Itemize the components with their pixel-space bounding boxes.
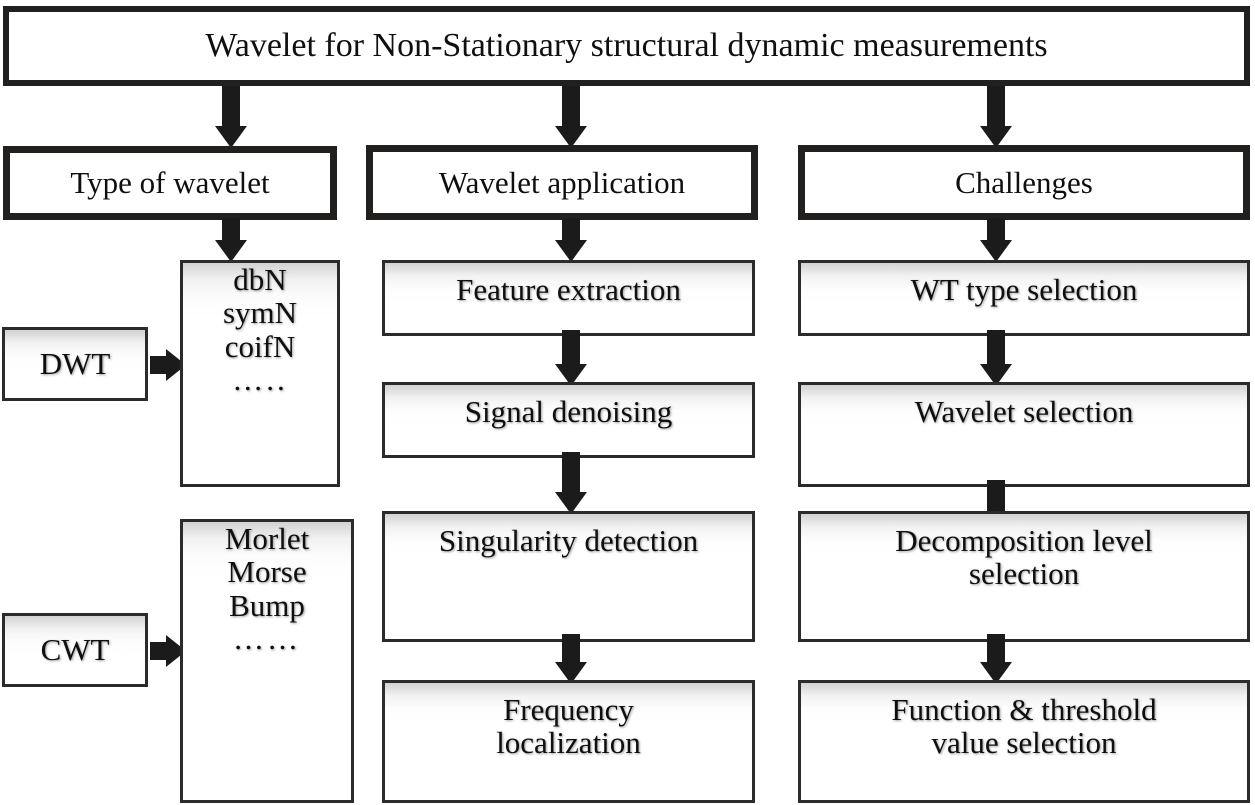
arrow-challenges-to-wt-type-selection <box>968 218 1024 262</box>
challenge-label-line: Decomposition level <box>895 523 1153 558</box>
wavelet-family-list: Morlet Morse Bump …… <box>225 522 309 656</box>
wavelet-family-item: symN <box>222 295 298 331</box>
transform-box-cwt: CWT <box>2 613 148 687</box>
wavelet-family-item: dbN <box>233 262 287 297</box>
wavelet-family-item: Morse <box>227 554 307 590</box>
application-box-singularity-detection: Singularity detection <box>382 511 755 642</box>
category-box-type-of-wavelet: Type of wavelet <box>3 146 337 220</box>
arrow-shaft <box>222 86 240 128</box>
application-label: Singularity detection <box>438 523 699 558</box>
arrow-head <box>980 240 1012 262</box>
wavelet-family-item: Bump <box>229 587 305 623</box>
arrow-head <box>555 240 587 262</box>
wavelet-family-ellipsis: …… <box>233 621 301 657</box>
transform-box-dwt: DWT <box>2 327 148 401</box>
arrow-head <box>215 240 247 262</box>
wavelet-family-item: Morlet <box>224 521 310 556</box>
challenge-box-wavelet-selection: Wavelet selection <box>798 382 1250 487</box>
challenge-label: Decomposition level selection <box>889 514 1158 591</box>
challenge-label: WT type selection <box>910 272 1138 307</box>
arrow-shaft <box>562 218 580 242</box>
category-label: Challenges <box>955 164 1093 200</box>
arrow-shaft <box>150 642 172 660</box>
application-box-frequency-localization: Frequency localization <box>382 680 755 803</box>
challenge-box-function-threshold-value-selection: Function & threshold value selection <box>798 680 1250 803</box>
title-box-label: Wavelet for Non-Stationary structural dy… <box>205 26 1048 64</box>
category-box-wavelet-application: Wavelet application <box>366 145 758 220</box>
arrow-shaft <box>562 452 580 494</box>
arrow-shaft <box>150 356 172 374</box>
transform-label: DWT <box>39 346 111 382</box>
arrow-shaft <box>987 218 1005 242</box>
arrow-type-of-wavelet-to-dbn-box <box>203 218 259 262</box>
challenge-label-line: Function & threshold <box>891 692 1157 727</box>
application-box-feature-extraction: Feature extraction <box>382 260 755 336</box>
transform-label: CWT <box>40 632 110 668</box>
challenge-box-wt-type-selection: WT type selection <box>798 260 1250 336</box>
category-label: Type of wavelet <box>70 165 270 201</box>
wavelet-family-ellipsis: ….. <box>232 362 288 398</box>
challenge-label: Wavelet selection <box>914 394 1134 429</box>
arrow-title-to-wavelet-application <box>543 86 599 148</box>
arrow-feature-extraction-to-signal-denoising <box>543 330 599 386</box>
wavelet-family-box-dwt: dbN symN coifN ….. <box>180 260 340 487</box>
category-label: Wavelet application <box>438 164 686 200</box>
arrow-wavelet-application-to-feature-extraction <box>543 218 599 262</box>
wavelet-family-list: dbN symN coifN ….. <box>223 263 297 397</box>
arrow-head <box>215 126 247 148</box>
application-box-signal-denoising: Signal denoising <box>382 382 755 458</box>
application-label: Signal denoising <box>464 394 673 429</box>
wavelet-family-item: coifN <box>224 328 296 364</box>
arrow-signal-denoising-to-singularity-detection <box>543 452 599 514</box>
application-label-line: localization <box>496 725 641 761</box>
challenge-label-line: selection <box>968 556 1080 592</box>
category-box-challenges: Challenges <box>798 145 1250 220</box>
application-label: Frequency localization <box>490 683 647 760</box>
arrow-title-to-challenges <box>968 86 1024 148</box>
wavelet-family-box-cwt: Morlet Morse Bump …… <box>180 519 354 803</box>
arrow-title-to-type-of-wavelet <box>203 86 259 148</box>
arrow-shaft <box>222 218 240 242</box>
challenge-box-decomposition-level-selection: Decomposition level selection <box>798 511 1250 642</box>
challenge-label-line: value selection <box>931 725 1117 761</box>
arrow-shaft <box>562 86 580 128</box>
challenge-label: Function & threshold value selection <box>885 683 1162 760</box>
arrow-shaft <box>987 86 1005 128</box>
application-label: Feature extraction <box>456 272 681 307</box>
arrow-wt-type-selection-to-wavelet-selection <box>968 330 1024 386</box>
title-box: Wavelet for Non-Stationary structural dy… <box>3 6 1250 86</box>
application-label-line: Frequency <box>503 692 634 727</box>
